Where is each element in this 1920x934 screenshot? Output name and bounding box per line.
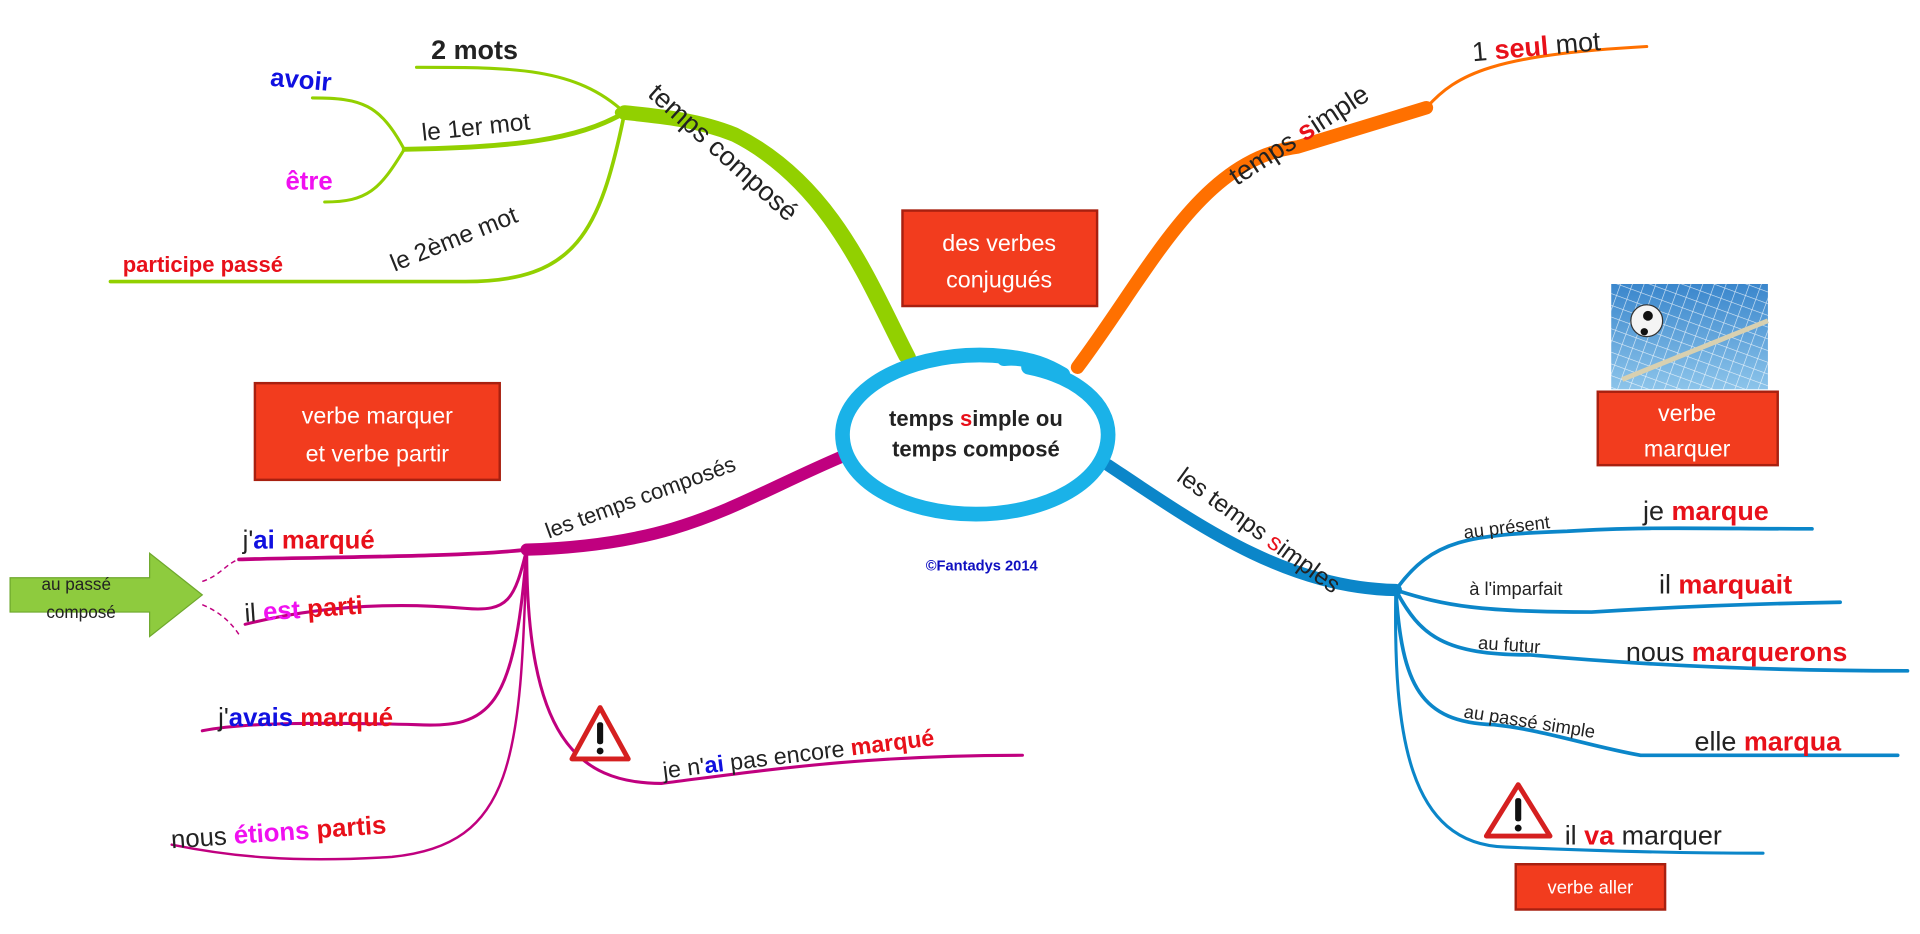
text-segment: marquerons [1692,637,1848,667]
text-segment: temps [889,406,960,431]
text-segment: les temps composés [542,451,739,543]
label-les-temps-simples: les temps simples [1172,463,1345,599]
text-segment: avais [229,704,293,732]
text-segment: marqué [282,526,375,554]
arrow-right-icon [9,552,204,638]
label-avoir: avoir [269,64,333,97]
text-segment: je [1642,496,1671,526]
box-verbe-aller: verbe aller [1514,863,1667,911]
text-segment: il [244,599,264,628]
branch-les-temps-simples [1101,459,1910,855]
text-segment: imple ou [972,406,1063,431]
arrow-label: au passé composé [41,574,115,622]
label-etre: être [286,168,333,196]
text-segment: est [262,596,301,627]
text-segment: au présent [1462,511,1551,542]
text-segment: marquait [1678,570,1792,600]
text-segment: marque [1671,496,1768,526]
label-2-mots: 2 mots [431,35,518,65]
example-javais-marque: j'avais marqué [217,704,393,732]
text-segment: parti [306,592,363,624]
text-segment: va [1584,821,1615,851]
text-segment: il [1565,821,1584,851]
example-il-va-marquer: il va marquer [1565,821,1722,851]
text-segment: elle [1694,726,1743,756]
text-segment: j' [242,526,254,554]
text-segment: temps [1224,122,1308,191]
copyright: ©Fantadys 2014 [926,558,1039,574]
text-segment: étions [233,817,310,850]
central-title-line2: temps composé [892,437,1060,462]
text-segment: marqué [849,724,936,760]
example-je-nai-pas-encore-marque: je n'ai pas encore marqué [660,724,935,783]
central-node: temps simple ou temps composé [835,347,1116,522]
tense-au-passe-simple: au passé simple [1462,701,1596,742]
branch-temps-simple [1070,44,1649,374]
text-segment: partis [315,811,387,844]
example-elle-marqua: elle marqua [1694,726,1842,756]
text-segment: marqué [300,704,393,732]
text-segment: j' [217,704,229,732]
football-goal-image [1611,283,1769,390]
text-segment: ai [703,750,725,778]
tense-au-futur: au futur [1478,632,1542,657]
text-segment: ai [253,526,274,554]
warning-icon [1483,782,1553,839]
tense-au-present: au présent [1462,511,1551,542]
text-segment: mot [1547,26,1602,60]
text-segment: participe passé [123,252,283,277]
text-segment: 1 [1471,35,1496,67]
label-1-seul-mot: 1 seul mot [1471,26,1602,67]
label-2eme-mot: le 2ème mot [387,202,522,278]
example-jai-marque: j'ai marqué [242,526,375,554]
label-temps-compose: temps composé [643,78,804,227]
au-passe-compose-arrow: au passé composé [9,552,241,638]
text-segment: pas encore [722,735,852,776]
text-segment: seul [1493,31,1549,66]
text-segment: être [286,168,333,196]
text-segment: nous [1626,637,1692,667]
label-les-temps-composes: les temps composés [542,451,739,543]
text-segment: s [960,406,972,431]
example-nous-etions-partis: nous étions partis [170,811,387,854]
branch-temps-compose [108,65,916,365]
warning-icon [569,705,631,762]
example-il-est-parti: il est parti [244,592,364,628]
text-segment [275,526,282,554]
text-segment: marquer [1614,821,1722,851]
label-participe-passe: participe passé [123,252,283,277]
branch-les-temps-composes [170,449,1024,861]
svg-text:verbe aller: verbe aller [1548,877,1634,898]
example-il-marquait: il marquait [1659,570,1792,600]
example-je-marque: je marque [1642,496,1769,526]
text-segment: je n' [660,753,706,784]
example-nous-marquerons: nous marquerons [1626,637,1847,667]
text-segment: 2 mots [431,35,518,65]
text-segment: à l'imparfait [1469,578,1562,599]
text-segment: marqua [1744,726,1842,756]
text-segment: nous [170,822,235,854]
text-segment: temps composé [892,437,1060,462]
text-segment: temps composé [643,78,804,227]
text-segment: le 2ème mot [387,202,522,278]
text-segment [293,704,300,732]
text-segment: avoir [269,64,333,97]
text-segment: au passé simple [1462,701,1596,742]
tense-a-limparfait: à l'imparfait [1469,578,1562,599]
central-title-line1: temps simple ou [889,406,1063,431]
text-segment: au futur [1478,632,1542,657]
text-segment: il [1659,570,1678,600]
